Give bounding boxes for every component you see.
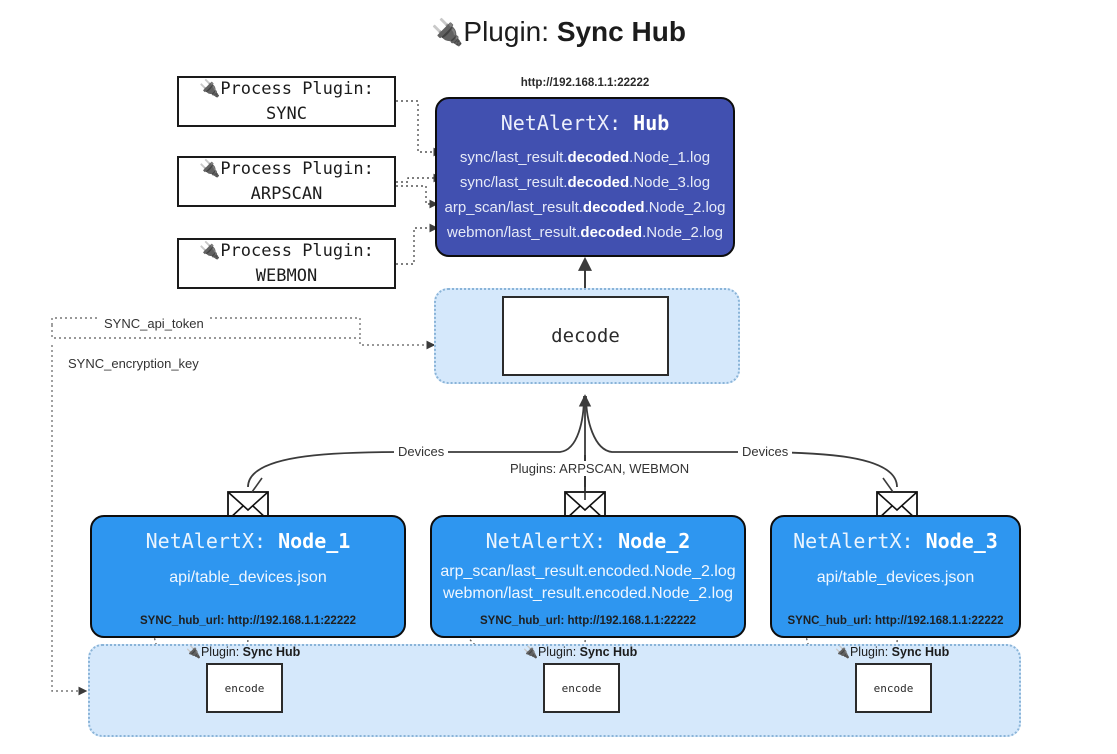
hub-log-4-mid: decoded: [580, 224, 643, 242]
edge-label-devices-left: Devices: [394, 444, 449, 459]
node-3-footer: SYNC_hub_url: http://192.168.1.1:22222: [787, 615, 1004, 627]
encoder-1-tag: 🔌Plugin: Sync Hub: [186, 645, 300, 659]
setting-api-token: SYNC_api_token: [100, 316, 208, 331]
node-3-title-name: Node_3: [925, 529, 998, 553]
hub-log-1-pre: sync/last_result.: [459, 149, 568, 166]
encoder-3-tag: 🔌Plugin: Sync Hub: [835, 645, 949, 659]
hub-log-4: webmon/last_result.decoded.Node_2.log: [447, 220, 723, 245]
hub-log-3-post: .Node_2.log: [644, 199, 726, 217]
node-1-line-1: api/table_devices.json: [169, 569, 327, 586]
node-1-title: NetAlertX: Node_1: [146, 529, 351, 553]
edge-label-plugins: Plugins: ARPSCAN, WEBMON: [506, 461, 694, 476]
plug-icon: 🔌: [431, 17, 464, 47]
page-title: 🔌Plugin: Sync Hub: [0, 16, 1117, 48]
hub-log-2-post: .Node_3.log: [629, 174, 711, 192]
plug-icon: 🔌: [199, 240, 221, 261]
hub-log-3-mid: decoded: [582, 199, 645, 217]
encode-box-2[interactable]: encode: [543, 663, 620, 713]
edge-arpscan-to-log3: [396, 185, 439, 209]
encoder-2-tag-prefix: Plugin:: [537, 645, 580, 659]
node-box-node-2[interactable]: NetAlertX: Node_2 arp_scan/last_result.e…: [430, 515, 746, 638]
node-box-node-1[interactable]: NetAlertX: Node_1 api/table_devices.json…: [90, 515, 406, 638]
process-plugin-arpscan-name: ARPSCAN: [250, 183, 323, 204]
plug-icon: 🔌: [199, 78, 221, 99]
plug-icon: 🔌: [835, 645, 850, 659]
process-plugin-arpscan-line1: 🔌Process Plugin:: [199, 157, 374, 182]
process-plugin-arpscan[interactable]: 🔌Process Plugin: ARPSCAN: [177, 156, 396, 207]
hub-log-1-mid: decoded: [567, 149, 630, 166]
process-plugin-sync-name: SYNC: [266, 103, 307, 124]
node-2-title-name: Node_2: [618, 529, 691, 553]
process-plugin-webmon-line1: 🔌Process Plugin:: [199, 239, 374, 264]
hub-title: NetAlertX: Hub: [501, 111, 670, 135]
process-plugin-webmon-title: Process Plugin:: [220, 240, 374, 261]
page-title-prefix: Plugin:: [463, 16, 557, 47]
node-1-footer: SYNC_hub_url: http://192.168.1.1:22222: [139, 615, 357, 627]
page-title-name: Sync Hub: [556, 16, 686, 47]
hub-title-prefix: NetAlertX:: [500, 111, 634, 135]
stem-node1: [251, 477, 263, 493]
hub-box[interactable]: NetAlertX: Hub sync/last_result.decoded.…: [435, 97, 735, 257]
encode-box-1[interactable]: encode: [206, 663, 283, 713]
node-3-line-1: api/table_devices.json: [816, 569, 975, 586]
node-box-node-3[interactable]: NetAlertX: Node_3 api/table_devices.json…: [770, 515, 1021, 638]
process-plugin-arpscan-title: Process Plugin:: [220, 158, 374, 179]
node-2-line-1: arp_scan/last_result.encoded.Node_2.log: [440, 563, 736, 580]
stem-node3: [882, 477, 894, 493]
node-3-title-prefix: NetAlertX:: [793, 529, 926, 553]
hub-url: http://192.168.1.1:22222: [520, 77, 650, 89]
hub-log-2: sync/last_result.decoded.Node_3.log: [460, 170, 710, 195]
hub-log-2-mid: decoded: [567, 174, 630, 192]
hub-log-3-pre: arp_scan/last_result.: [444, 199, 583, 217]
node-1-title-prefix: NetAlertX:: [145, 529, 279, 553]
hub-log-2-pre: sync/last_result.: [459, 174, 568, 192]
process-plugin-webmon[interactable]: 🔌Process Plugin: WEBMON: [177, 238, 396, 289]
plug-icon: 🔌: [186, 645, 201, 659]
node-2-title-prefix: NetAlertX:: [485, 529, 619, 553]
hub-title-name: Hub: [633, 111, 670, 135]
node-1-title-name: Node_1: [278, 529, 351, 553]
edge-settings-to-encoders: [51, 345, 88, 696]
node-2-footer: SYNC_hub_url: http://192.168.1.1:22222: [479, 615, 697, 627]
decode-box[interactable]: decode: [502, 296, 669, 376]
encoder-3-tag-prefix: Plugin:: [849, 645, 892, 659]
edge-webmon-to-log4: [396, 223, 439, 265]
encoder-1-tag-name: Sync Hub: [242, 645, 301, 659]
edge-label-devices-right: Devices: [738, 444, 793, 459]
node-2-line-2: webmon/last_result.encoded.Node_2.log: [443, 585, 733, 602]
hub-log-1-post: .Node_1.log: [629, 149, 711, 166]
plug-icon: 🔌: [199, 158, 221, 179]
encoder-1-tag-prefix: Plugin:: [200, 645, 243, 659]
hub-log-4-pre: webmon/last_result.: [447, 224, 581, 242]
hub-log-1: sync/last_result.decoded.Node_1.log: [460, 145, 710, 170]
encoder-2-tag: 🔌Plugin: Sync Hub: [523, 645, 637, 659]
encoder-3-tag-name: Sync Hub: [891, 645, 950, 659]
hub-log-3: arp_scan/last_result.decoded.Node_2.log: [445, 195, 726, 220]
hub-log-4-post: .Node_2.log: [642, 224, 723, 242]
setting-encryption-key: SYNC_encryption_key: [64, 356, 203, 371]
node-3-title: NetAlertX: Node_3: [793, 529, 998, 553]
process-plugin-sync-line1: 🔌Process Plugin:: [199, 77, 374, 102]
process-plugin-webmon-name: WEBMON: [255, 265, 318, 286]
process-plugin-sync[interactable]: 🔌Process Plugin: SYNC: [177, 76, 396, 127]
node-2-title: NetAlertX: Node_2: [486, 529, 691, 553]
encoder-2-tag-name: Sync Hub: [579, 645, 638, 659]
plug-icon: 🔌: [523, 645, 538, 659]
encode-box-3[interactable]: encode: [855, 663, 932, 713]
process-plugin-sync-title: Process Plugin:: [220, 78, 374, 99]
